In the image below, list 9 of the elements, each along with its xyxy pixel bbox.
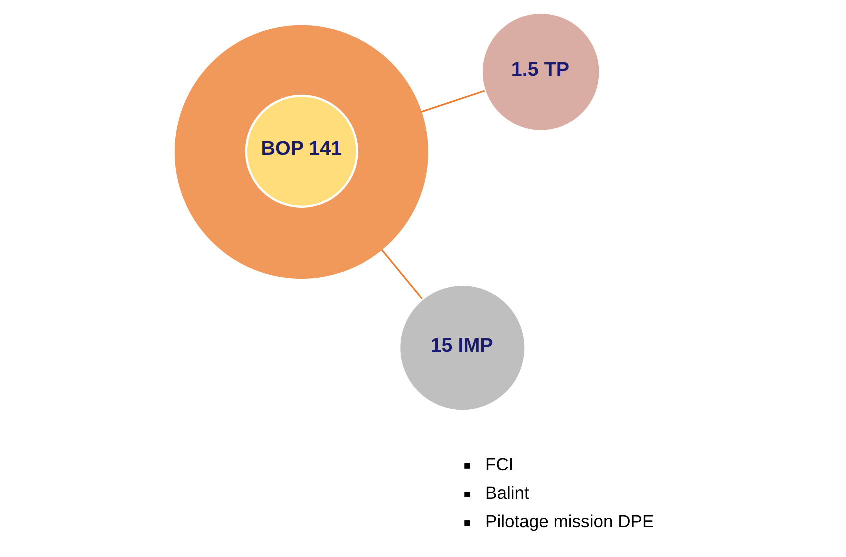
node-label: Pilotage mission DPE xyxy=(484,511,654,532)
node-circle: 1.5 TP xyxy=(480,12,601,133)
cluster xyxy=(174,25,428,280)
node-circle: BOP 141 xyxy=(244,94,358,208)
node-label: FCI xyxy=(484,454,514,474)
connector xyxy=(380,249,422,300)
connector xyxy=(420,90,485,113)
node-label: Balint xyxy=(484,482,529,503)
node-circle: 15 IMP xyxy=(398,284,526,412)
